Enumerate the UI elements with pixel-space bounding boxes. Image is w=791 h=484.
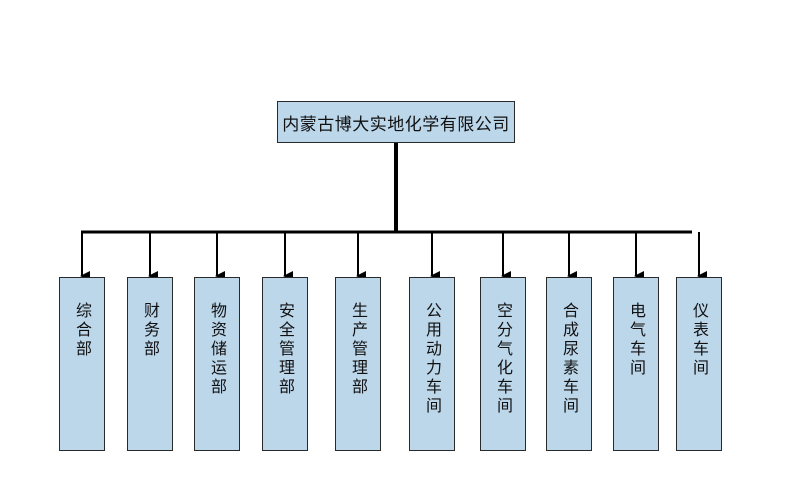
dept-box-hecheng: 合成尿素车间 (546, 277, 592, 451)
dept-box-anquan: 安全管理部 (262, 277, 308, 451)
dept-label: 物资储运部 (208, 302, 227, 397)
root-company-label: 内蒙古博大实地化学有限公司 (282, 114, 510, 135)
dept-box-kongfen: 空分气化车间 (480, 277, 526, 451)
dept-box-wuzi: 物资储运部 (194, 277, 240, 451)
root-company-box: 内蒙古博大实地化学有限公司 (277, 101, 515, 143)
dept-label: 生产管理部 (349, 302, 368, 397)
dept-label: 安全管理部 (276, 302, 295, 397)
dept-box-gongyong: 公用动力车间 (409, 277, 455, 451)
dept-label: 综合部 (73, 302, 92, 359)
dept-label: 仪表车间 (690, 302, 709, 378)
branch-lines (80, 232, 707, 281)
dept-box-dianqi: 电气车间 (613, 277, 659, 451)
dept-box-zonghe: 综合部 (59, 277, 105, 451)
dept-box-shengchan: 生产管理部 (335, 277, 381, 451)
dept-label: 电气车间 (627, 302, 646, 378)
dept-label: 空分气化车间 (494, 302, 513, 416)
dept-label: 合成尿素车间 (560, 302, 579, 416)
dept-label: 公用动力车间 (423, 302, 442, 416)
dept-box-caiwu: 财务部 (127, 277, 173, 451)
dept-label: 财务部 (141, 302, 160, 359)
dept-box-yibiao: 仪表车间 (676, 277, 722, 451)
